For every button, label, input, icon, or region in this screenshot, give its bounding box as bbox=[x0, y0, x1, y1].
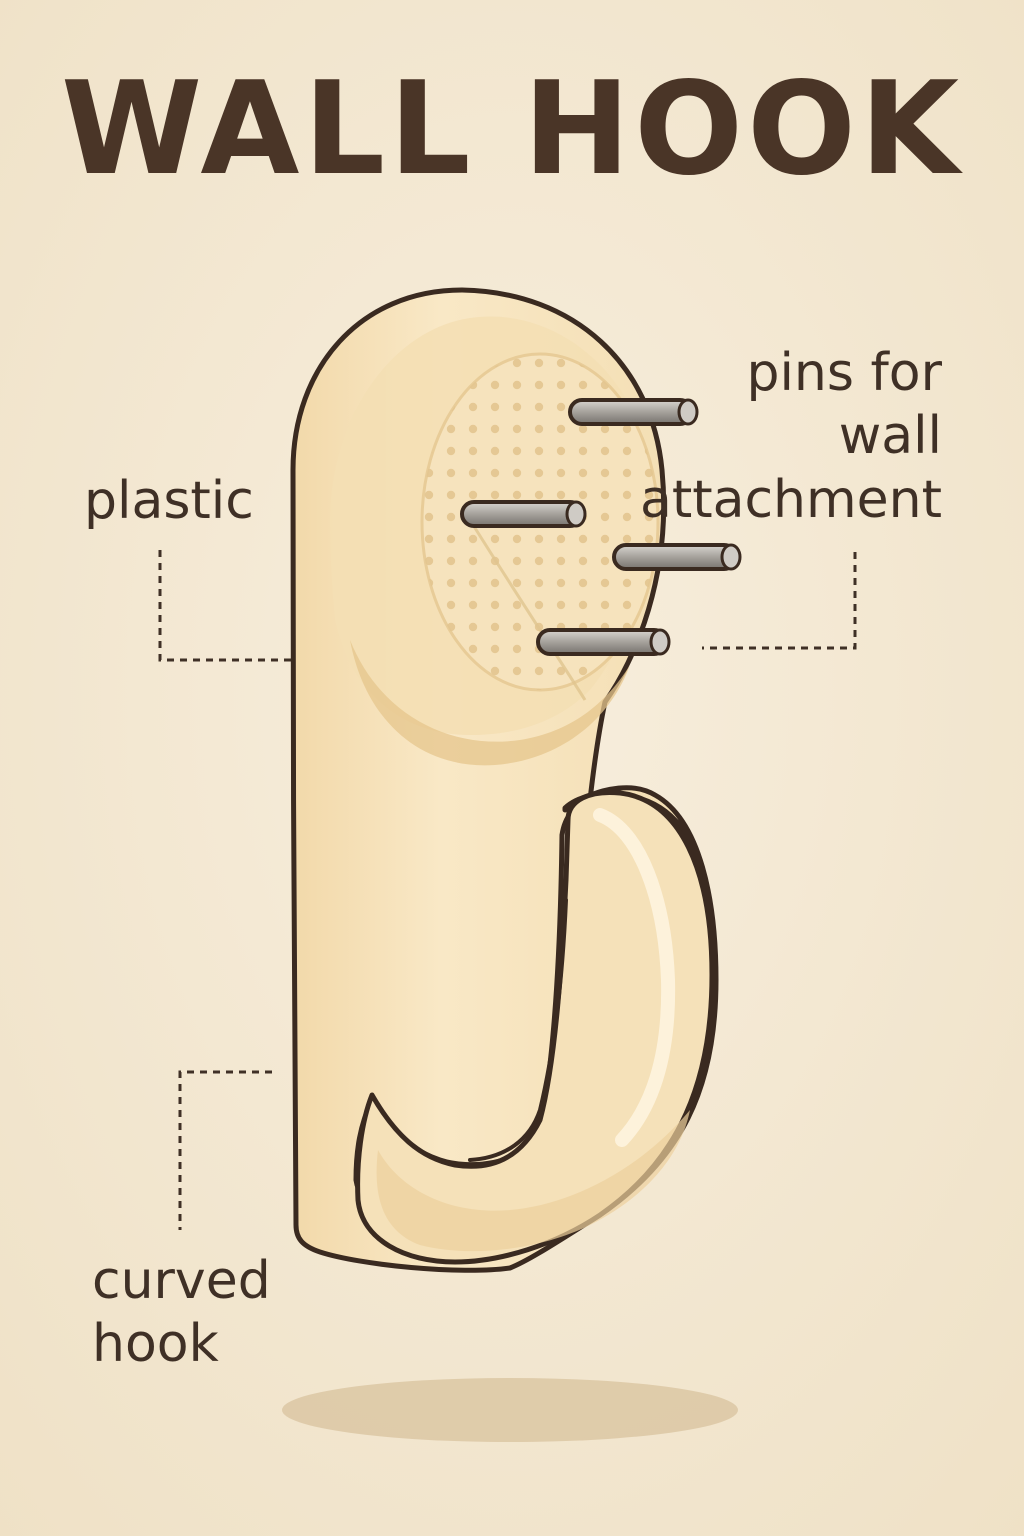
label-hook-line-1: curved bbox=[92, 1251, 271, 1311]
leader-hook bbox=[178, 1070, 272, 1230]
pin-3-tip bbox=[720, 543, 742, 571]
pin-3 bbox=[612, 543, 738, 571]
label-pins-line-3: attachment bbox=[639, 469, 942, 530]
leader-lines bbox=[158, 550, 857, 1230]
label-plastic: plastic bbox=[84, 470, 254, 533]
plate-sheen bbox=[468, 519, 587, 701]
pin-1-tip bbox=[677, 398, 699, 426]
leader-plastic bbox=[158, 550, 292, 662]
pin-4 bbox=[536, 628, 668, 656]
label-curved-hook: curved hook bbox=[92, 1250, 271, 1377]
label-hook-line-2: hook bbox=[92, 1314, 219, 1375]
pin-4-tip bbox=[649, 628, 671, 656]
pins bbox=[460, 398, 742, 656]
pin-2-tip bbox=[565, 500, 587, 528]
hook-inner-groove bbox=[468, 898, 568, 1162]
pin-2 bbox=[460, 500, 584, 528]
label-pins: pins for wall attachment bbox=[640, 342, 942, 532]
hook-highlight bbox=[593, 808, 676, 1147]
floor-shadow bbox=[282, 1378, 738, 1442]
hook-shade bbox=[376, 1110, 690, 1252]
label-plastic-text: plastic bbox=[84, 471, 254, 531]
label-pins-line-1: pins for bbox=[746, 343, 942, 403]
leader-pins bbox=[702, 552, 857, 650]
page-title: WALL HOOK bbox=[60, 55, 964, 204]
plate-rim-shadow bbox=[350, 640, 630, 766]
label-pins-line-2: wall bbox=[838, 406, 942, 467]
